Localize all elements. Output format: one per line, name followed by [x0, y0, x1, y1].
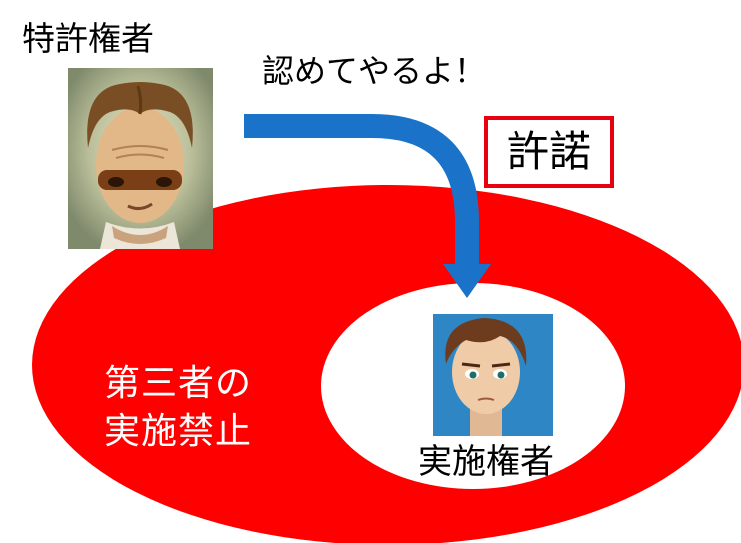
license-arrow [244, 114, 491, 298]
licensee-label: 実施権者 [418, 442, 554, 482]
prohibition-zone-line-2: 実施禁止 [104, 411, 253, 452]
speech-text: 認めてやるよ！ [262, 52, 487, 90]
license-box: 許諾 [484, 116, 614, 188]
licensee-avatar [433, 314, 553, 436]
prohibition-zone-label: 第三者の 実施禁止 [104, 360, 264, 456]
prohibition-zone-line-1: 第三者の [104, 363, 253, 404]
patent-holder-avatar [68, 68, 213, 249]
license-label: 許諾 [506, 127, 591, 176]
patent-holder-label: 特許権者 [22, 19, 154, 58]
